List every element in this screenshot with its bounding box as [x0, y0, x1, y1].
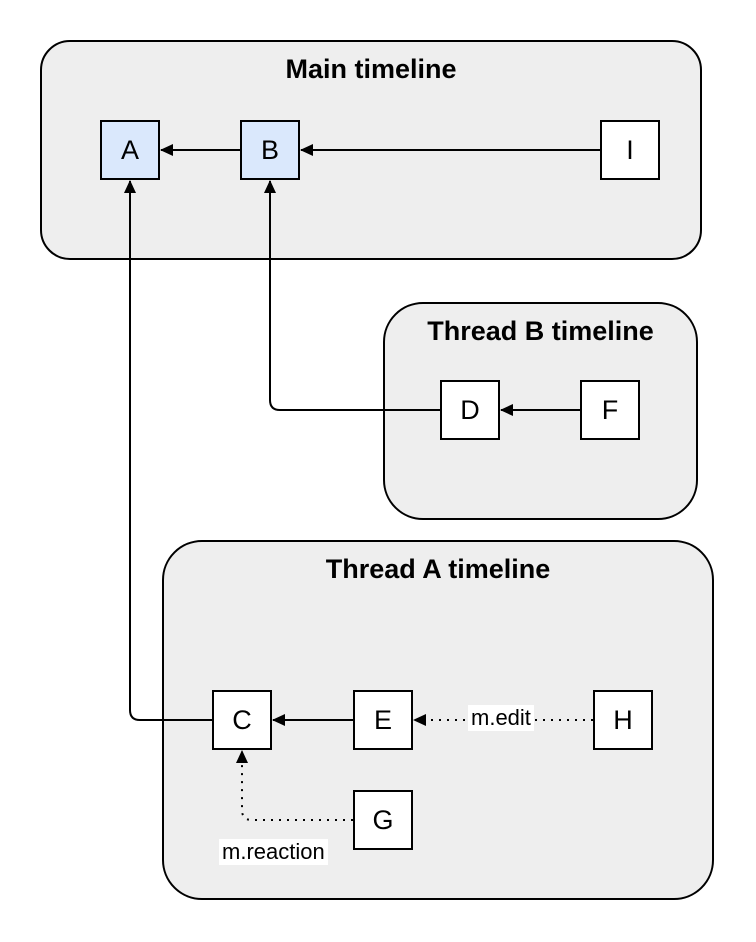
event-node-h: H [593, 690, 653, 750]
event-node-f: F [580, 380, 640, 440]
edge-c-to-a-arrow [124, 180, 212, 721]
event-node-i: I [600, 120, 660, 180]
container-title: Main timeline [285, 54, 457, 84]
edge-label-m-reaction: m.reaction [219, 839, 328, 865]
event-node-b: B [240, 120, 300, 180]
container-title: Thread B timeline [427, 316, 654, 346]
event-node-e: E [353, 690, 413, 750]
event-node-a: A [100, 120, 160, 180]
edge-label-m-edit: m.edit [468, 705, 534, 731]
event-node-d: D [440, 380, 500, 440]
event-node-g: G [353, 790, 413, 850]
edge-g-to-c-dotted-arrow [236, 750, 353, 821]
event-node-c: C [212, 690, 272, 750]
edge-d-to-b-arrow [264, 180, 440, 411]
container-title: Thread A timeline [325, 554, 551, 584]
